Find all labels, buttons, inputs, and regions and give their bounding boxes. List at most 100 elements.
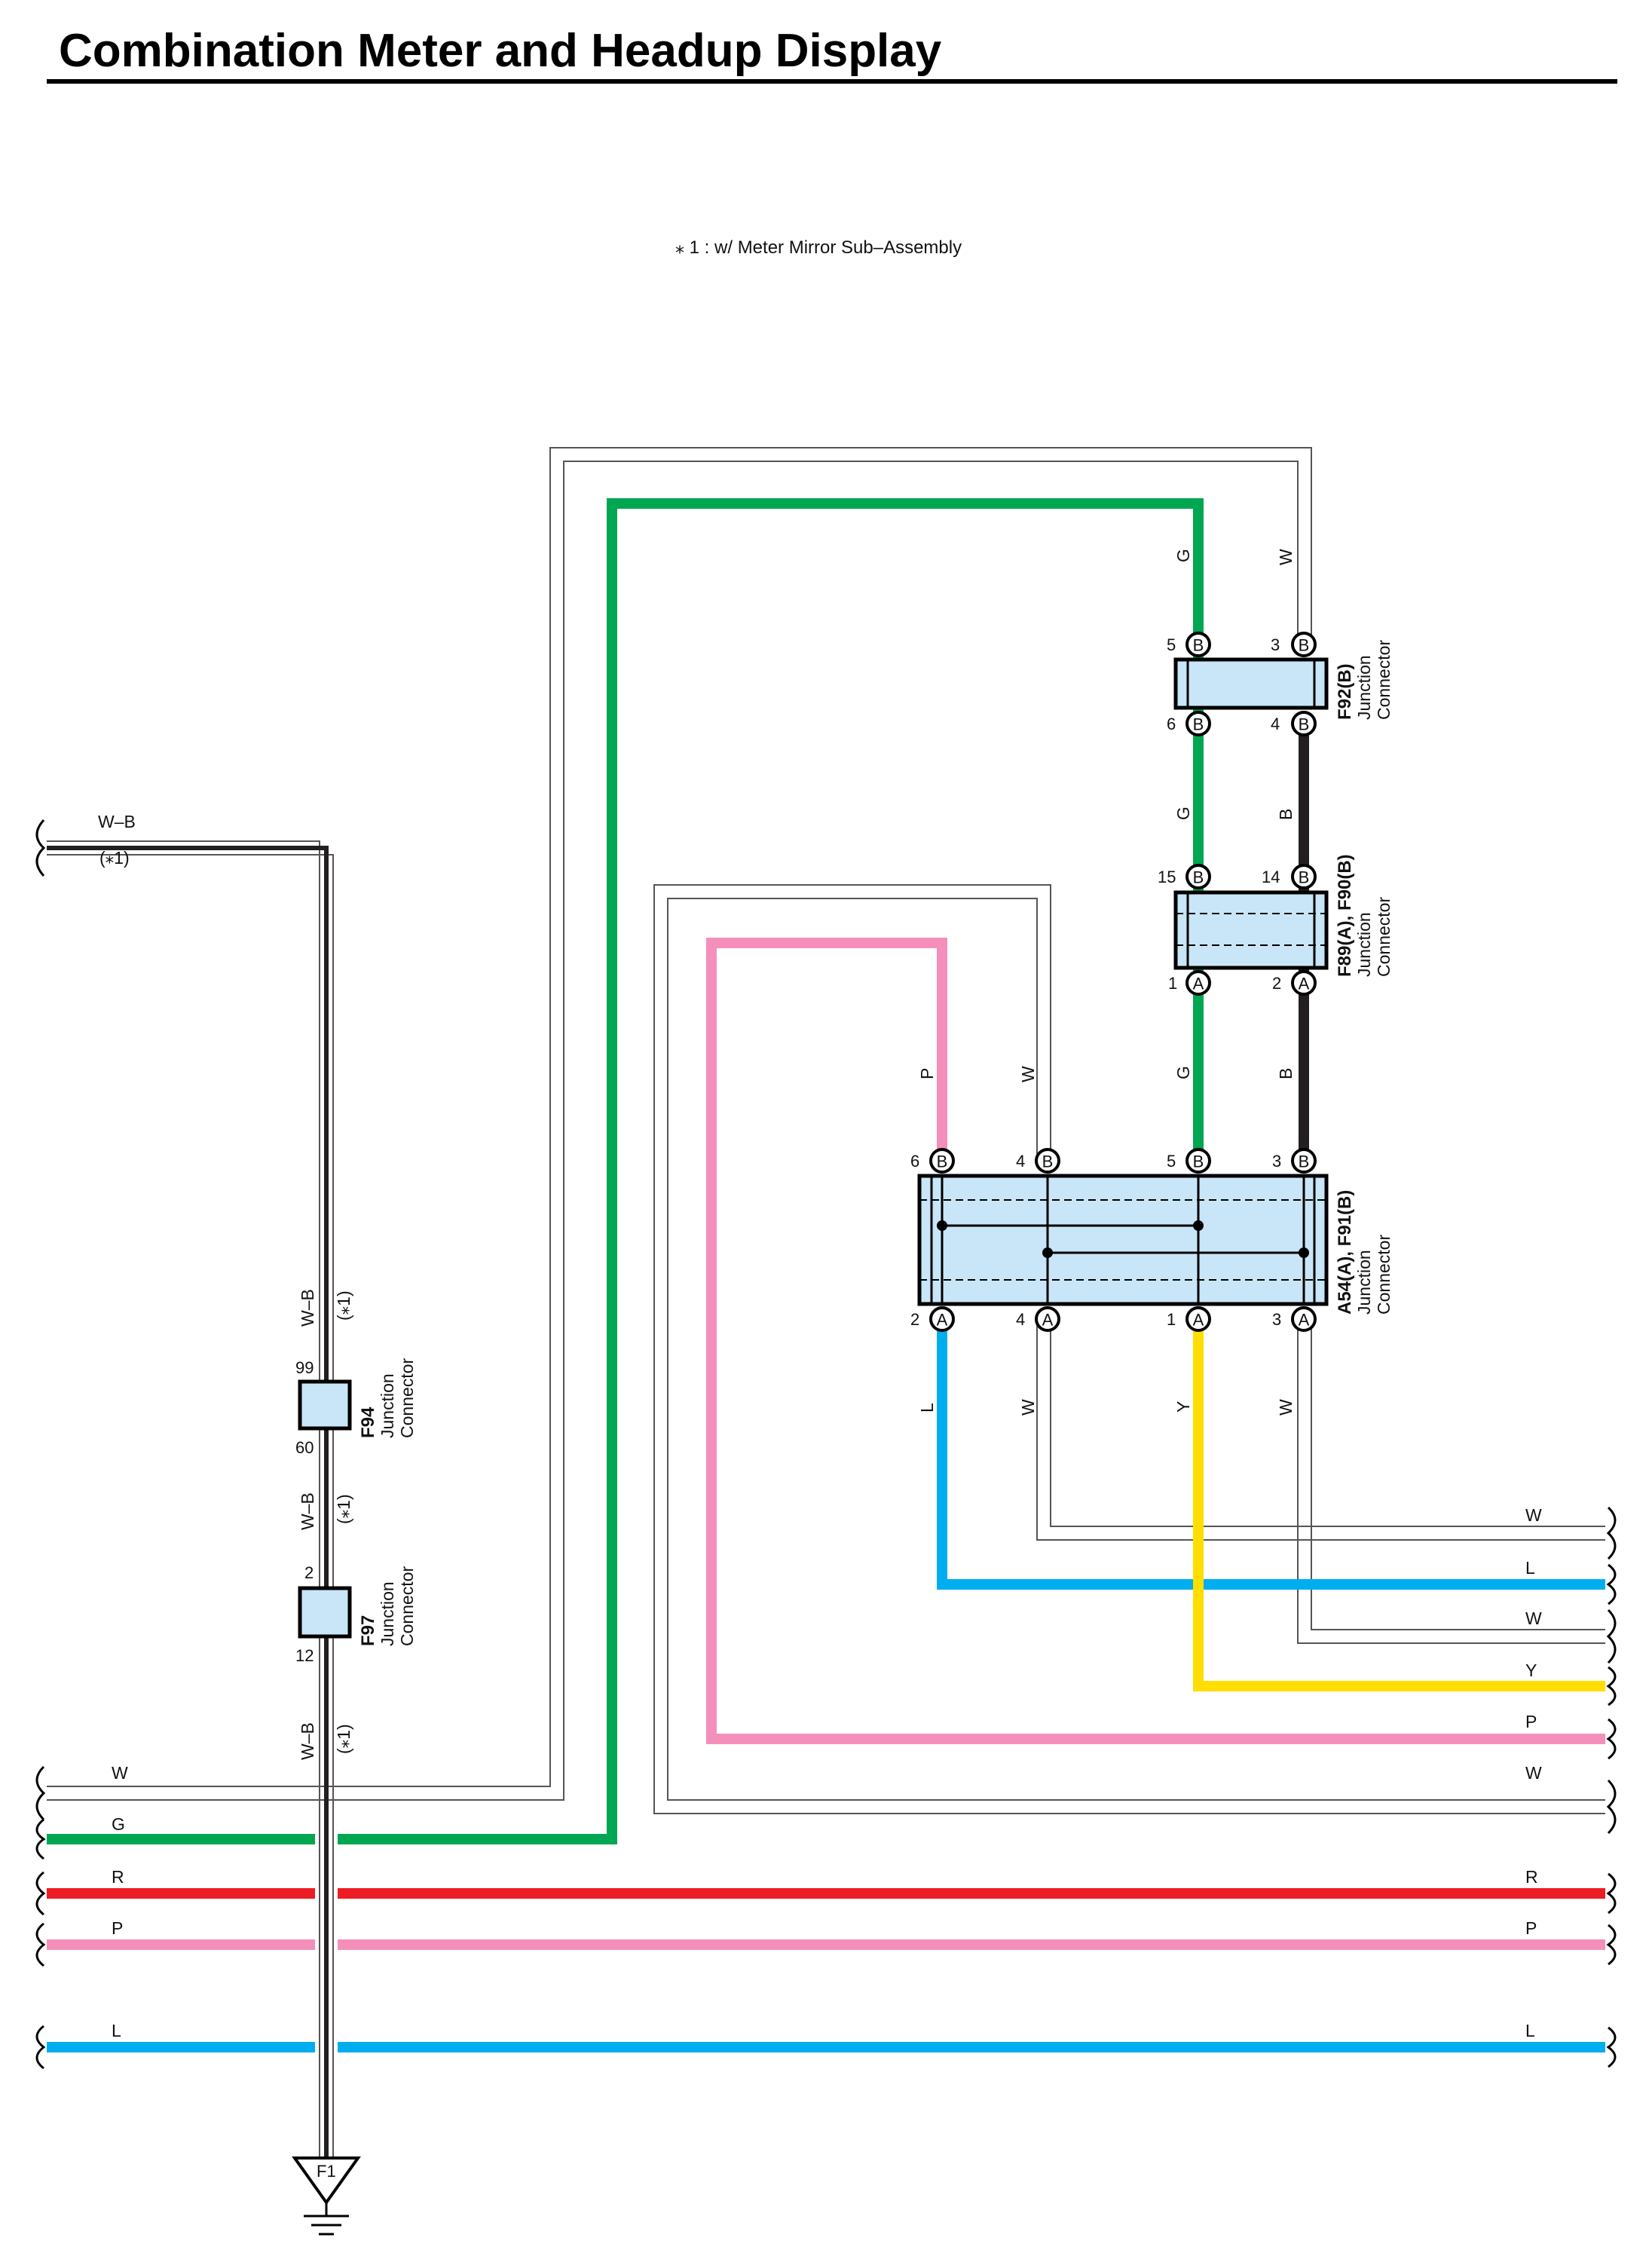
label-p-low: P (917, 1068, 937, 1079)
label-l-bottom: L (917, 1403, 937, 1413)
a54-pin-letter-t3: B (1193, 1152, 1204, 1171)
a54-pin-letter-b1: A (937, 1311, 948, 1330)
f89-type-1: Junction (1354, 912, 1374, 977)
f92-name: F92(B) (1335, 663, 1355, 720)
f97-pin-2: 2 (304, 1563, 314, 1582)
f94-type-2: Connector (397, 1358, 417, 1438)
label-w-top: W (1276, 549, 1296, 565)
label-vertical-wb-note-2: (⁎1) (334, 1494, 353, 1524)
label-right-w2: W (1525, 1609, 1542, 1628)
ground-f1: F1 (292, 2156, 361, 2236)
label-left-p: P (112, 1918, 123, 1938)
label-right-p1: P (1525, 1712, 1537, 1731)
label-b-mid: B (1276, 809, 1296, 820)
a54-pin-letter-t1: B (937, 1152, 948, 1171)
connector-f97: 2 12 F97 Junction Connector (295, 1563, 417, 1665)
label-vertical-wb-note-1: (⁎1) (334, 1290, 353, 1321)
f97-type-2: Connector (397, 1566, 417, 1646)
right-wire-labels: W L W Y P W R P L (1525, 1505, 1542, 2040)
f92-pin-letter-bl: B (1193, 715, 1204, 734)
label-left-l: L (112, 2021, 121, 2040)
f92-pin-letter-tl: B (1193, 636, 1204, 655)
a54-pin-top-3: 3 (1272, 1152, 1281, 1171)
label-left-wb-note: (⁎1) (99, 848, 130, 868)
label-right-r: R (1525, 1867, 1538, 1887)
connector-a54-f91: B B B B A A A A 6 4 5 3 2 4 1 3 A54(A), … (910, 1148, 1393, 1332)
f92-pin-4: 4 (1271, 715, 1280, 733)
f89-type-2: Connector (1374, 897, 1393, 977)
label-vertical-wb-3: W–B (298, 1722, 317, 1760)
wire-blue-upper (937, 1319, 1605, 1590)
a54-pin-top-4: 4 (1016, 1152, 1025, 1171)
f92-pin-letter-br: B (1299, 715, 1310, 734)
ground-name: F1 (317, 2162, 336, 2181)
vertical-wire-labels: W–B (⁎1) W–B (⁎1) W–B (⁎1) G W G B P W G… (298, 549, 1296, 1760)
f94-name: F94 (358, 1407, 378, 1438)
f97-type-1: Junction (378, 1581, 397, 1646)
label-w-low: W (1018, 1066, 1038, 1082)
f89-pin-2: 2 (1272, 974, 1281, 993)
label-g-low: G (1173, 1066, 1193, 1079)
footnote: ⁎ 1 : w/ Meter Mirror Sub–Assembly (675, 237, 962, 258)
f89-pin-1: 1 (1168, 974, 1177, 993)
a54-pin-letter-t2: B (1042, 1152, 1054, 1171)
left-break-marks (35, 819, 46, 2070)
f92-type-1: Junction (1354, 655, 1374, 720)
wire-pink-upper (706, 938, 1605, 1744)
connector-f94: 99 60 F94 Junction Connector (295, 1358, 417, 1457)
f89-pin-14: 14 (1262, 868, 1280, 886)
right-break-marks (1606, 1506, 1617, 2068)
f94-pin-99: 99 (295, 1358, 314, 1377)
a54-pin-bottom-3: 3 (1272, 1310, 1281, 1329)
a54-type-2: Connector (1374, 1235, 1393, 1315)
f89-pin-letter-tr: B (1299, 868, 1310, 887)
f92-pin-6: 6 (1167, 715, 1176, 733)
a54-name: A54(A), F91(B) (1335, 1190, 1355, 1315)
left-wire-labels: W–B (⁎1) W G R P L (98, 812, 136, 2040)
a54-pin-bottom-2: 2 (910, 1310, 919, 1329)
f89-pin-letter-tl: B (1193, 868, 1204, 887)
a54-pin-letter-b3: A (1193, 1311, 1204, 1330)
f89-pin-letter-bl: A (1193, 975, 1204, 993)
a54-type-1: Junction (1354, 1250, 1374, 1315)
label-b-low: B (1276, 1068, 1296, 1079)
f89-name: F89(A), F90(B) (1335, 854, 1355, 977)
label-left-g: G (112, 1814, 125, 1834)
white-wires (47, 447, 1605, 1814)
label-right-w1: W (1525, 1505, 1542, 1525)
a54-pin-letter-b2: A (1042, 1311, 1054, 1330)
label-w-bottom-2: W (1276, 1399, 1296, 1416)
connector-f92: B B B B 5 3 6 4 F92(B) Junction Connecto… (1167, 632, 1393, 736)
label-g-mid: G (1173, 807, 1193, 820)
f92-pin-3: 3 (1271, 635, 1280, 654)
f97-pin-12: 12 (295, 1646, 314, 1665)
wb-ground-overlay (315, 1824, 338, 2167)
diagram-title: Combination Meter and Headup Display (59, 25, 942, 77)
label-right-l1: L (1525, 1558, 1535, 1578)
a54-pin-bottom-1: 1 (1167, 1310, 1176, 1329)
label-y-bottom: Y (1173, 1401, 1193, 1413)
label-g-top: G (1173, 549, 1193, 562)
label-right-p2: P (1525, 1918, 1537, 1938)
a54-pin-letter-b4: A (1299, 1311, 1310, 1330)
wire-yellow (1193, 1319, 1605, 1691)
a54-pin-top-6: 6 (910, 1152, 919, 1171)
f89-pin-letter-br: A (1299, 975, 1310, 993)
label-left-r: R (112, 1867, 124, 1887)
f94-type-1: Junction (378, 1373, 397, 1438)
f92-pin-letter-tr: B (1299, 636, 1310, 655)
f92-pin-5: 5 (1167, 635, 1176, 654)
label-left-w: W (112, 1763, 128, 1783)
f92-type-2: Connector (1374, 640, 1393, 720)
f89-pin-15: 15 (1158, 868, 1176, 886)
wire-green (47, 498, 1204, 1844)
label-right-y: Y (1525, 1661, 1537, 1680)
label-vertical-wb-note-3: (⁎1) (334, 1724, 353, 1754)
a54-pin-bottom-4: 4 (1016, 1310, 1025, 1329)
label-w-bottom-1: W (1018, 1399, 1038, 1416)
a54-pin-top-5: 5 (1167, 1152, 1176, 1171)
label-vertical-wb-1: W–B (298, 1289, 317, 1327)
connector-f89-f90: B B A A 15 14 1 2 F89(A), F90(B) Junctio… (1158, 854, 1393, 996)
label-right-l2: L (1525, 2021, 1535, 2040)
